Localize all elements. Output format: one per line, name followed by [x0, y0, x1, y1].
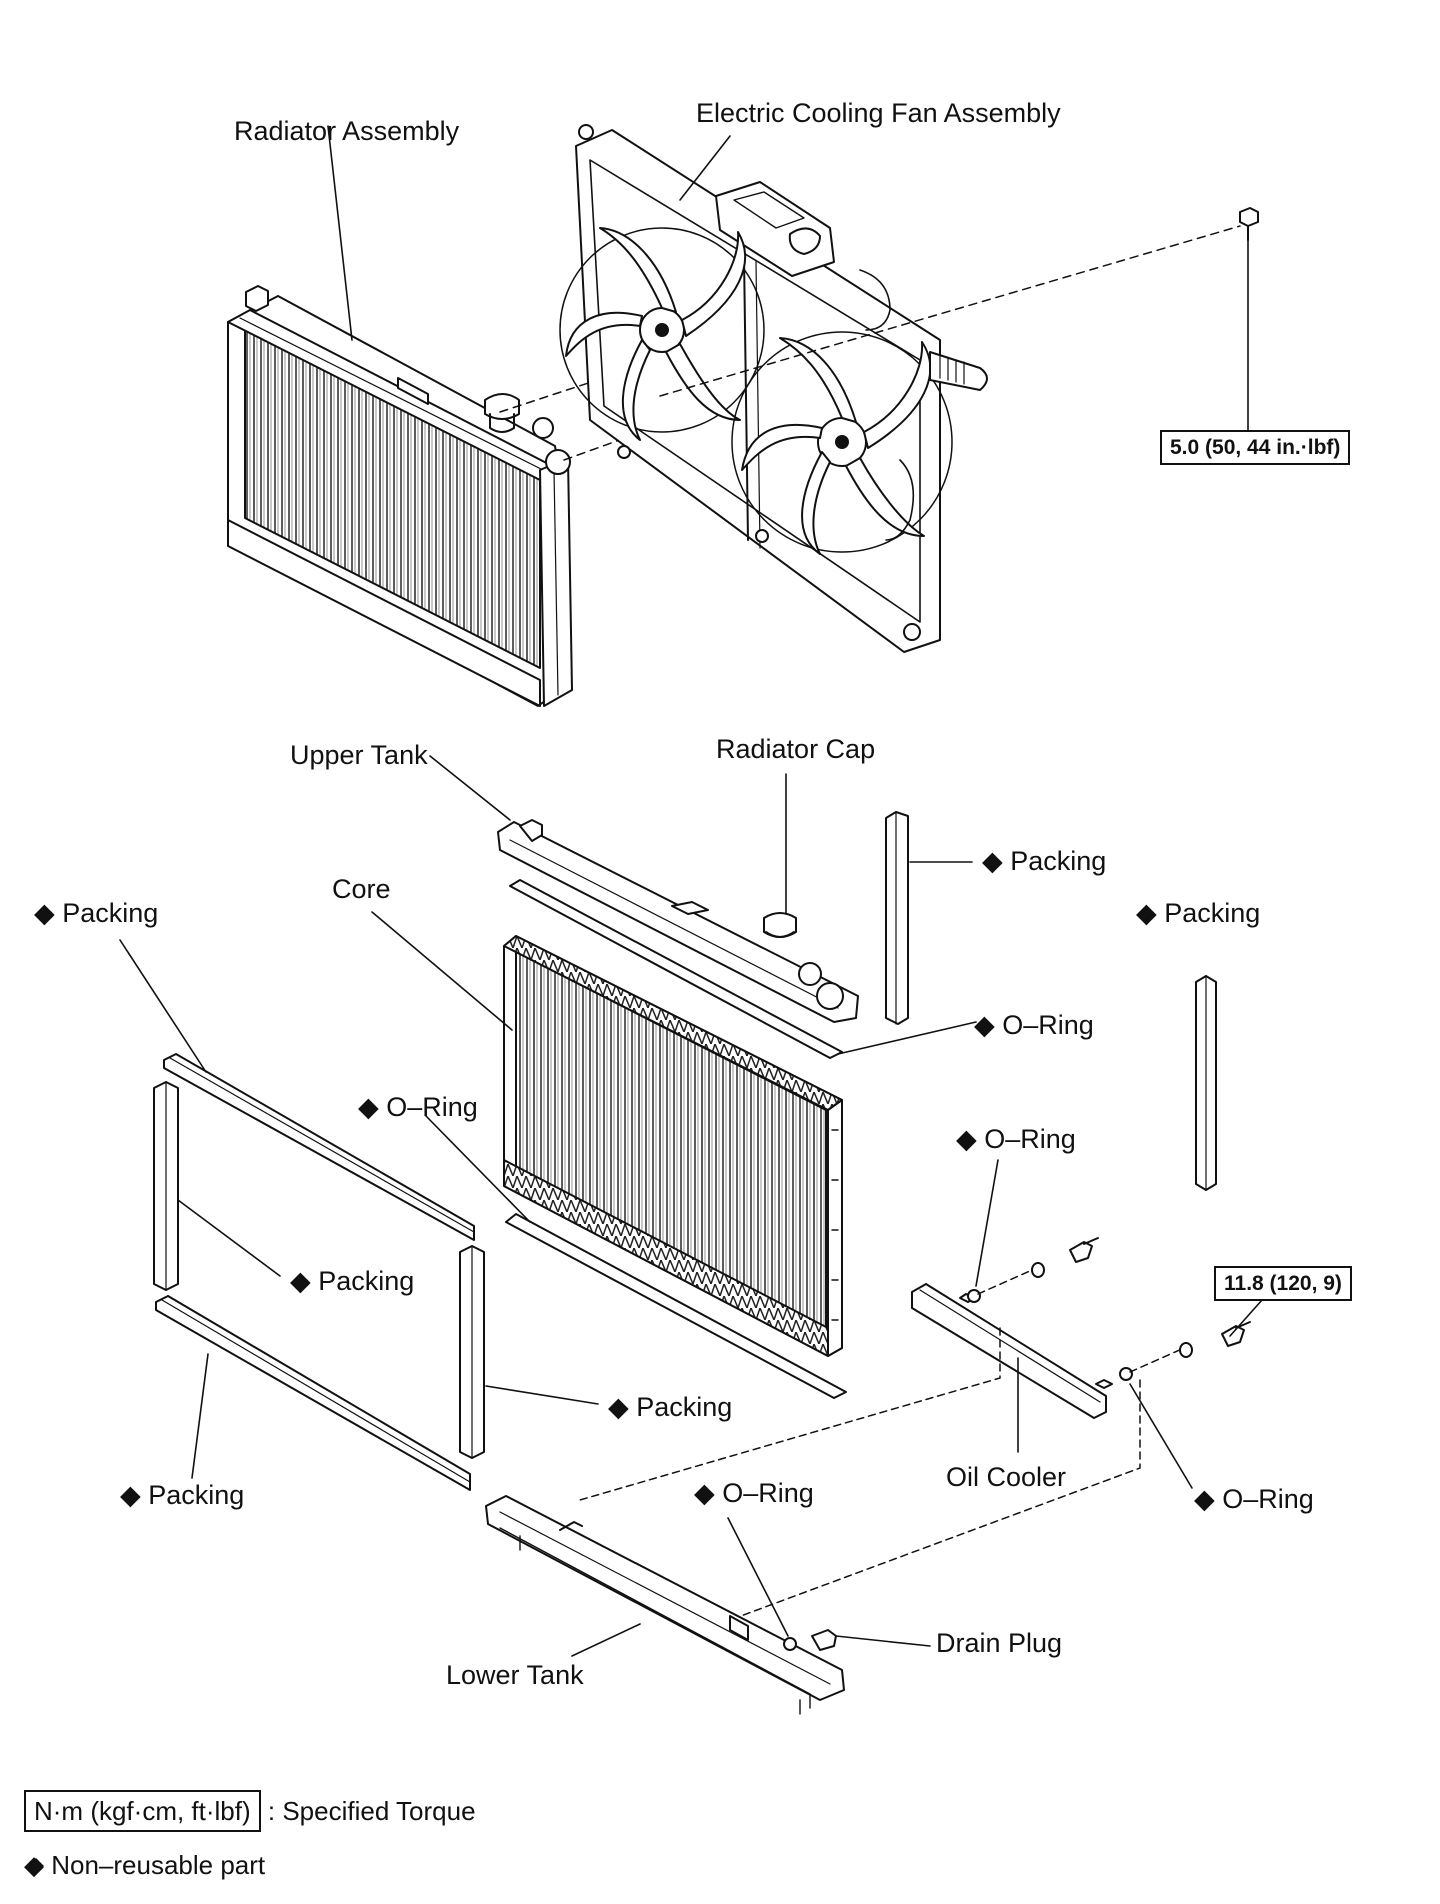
label-packing-top-center: ◆ Packing: [982, 846, 1107, 876]
radiator-assembly-drawing: [227, 285, 573, 707]
label-o-ring-core: ◆ O–Ring: [358, 1092, 478, 1122]
oil-cooler-o-ring-2: [1119, 1367, 1133, 1381]
label-radiator-cap: Radiator Cap: [716, 734, 876, 764]
packing-center-vertical-drawing: [459, 1245, 485, 1459]
label-radiator-assembly: Radiator Assembly: [234, 116, 460, 146]
label-packing-right: ◆ Packing: [1136, 898, 1261, 928]
label-o-ring-lower: ◆ O–Ring: [694, 1478, 814, 1508]
drain-o-ring: [783, 1637, 797, 1651]
label-oil-cooler: Oil Cooler: [946, 1462, 1067, 1492]
core-drawing: [503, 935, 843, 1357]
oil-cooler-drawing: [911, 1283, 1113, 1419]
label-packing-left-bottom: ◆ Packing: [120, 1480, 245, 1510]
oil-cooler-bolt-upper-drawing: [1069, 1237, 1099, 1263]
packing-right-drawing: [1195, 975, 1217, 1191]
legend-torque-unit: N·m (kgf·cm, ft·lbf): [24, 1790, 261, 1832]
lower-o-ring-drawing: [505, 1213, 847, 1399]
label-packing-left-top: ◆ Packing: [34, 898, 159, 928]
lower-tank-drawing: [485, 1495, 845, 1715]
label-electric-cooling-fan-assembly: Electric Cooling Fan Assembly: [696, 98, 1061, 128]
torque-fan-bolt: 5.0 (50, 44 in.·lbf): [1160, 430, 1351, 465]
label-drain-plug: Drain Plug: [936, 1628, 1063, 1658]
drain-plug-drawing: [811, 1629, 837, 1651]
upper-o-ring-drawing: [509, 879, 843, 1059]
legend-non-reusable: ◆ Non–reusable part: [24, 1850, 266, 1880]
label-o-ring-upper: ◆ O–Ring: [974, 1010, 1094, 1040]
legend-torque-desc: : Specified Torque: [267, 1796, 476, 1826]
packing-left-vertical-drawing: [153, 1081, 179, 1291]
legend-torque: N·m (kgf·cm, ft·lbf) : Specified Torque: [24, 1790, 476, 1832]
oil-cooler-o-ring-1: [967, 1289, 981, 1303]
packing-left-bottom-drawing: [155, 1295, 471, 1491]
fan-bolt-drawing: [1239, 207, 1259, 241]
torque-oil-cooler-bolt: 11.8 (120, 9): [1214, 1266, 1352, 1301]
label-o-ring-oil-cooler: ◆ O–Ring: [956, 1124, 1076, 1154]
packing-left-top-drawing: [163, 1053, 475, 1241]
label-lower-tank: Lower Tank: [446, 1660, 584, 1690]
label-core: Core: [332, 874, 391, 904]
label-packing-left-vertical: ◆ Packing: [290, 1266, 415, 1296]
oil-cooler-bolt-lower-drawing: [1221, 1321, 1251, 1347]
fan-assembly-drawing: [559, 124, 988, 653]
upper-tank-drawing: [497, 819, 859, 1023]
radiator-cap-drawing: [763, 912, 797, 938]
packing-top-center-drawing: [885, 811, 909, 1025]
label-packing-center-vertical: ◆ Packing: [608, 1392, 733, 1422]
label-upper-tank: Upper Tank: [290, 740, 428, 770]
label-o-ring-right: ◆ O–Ring: [1194, 1484, 1314, 1514]
